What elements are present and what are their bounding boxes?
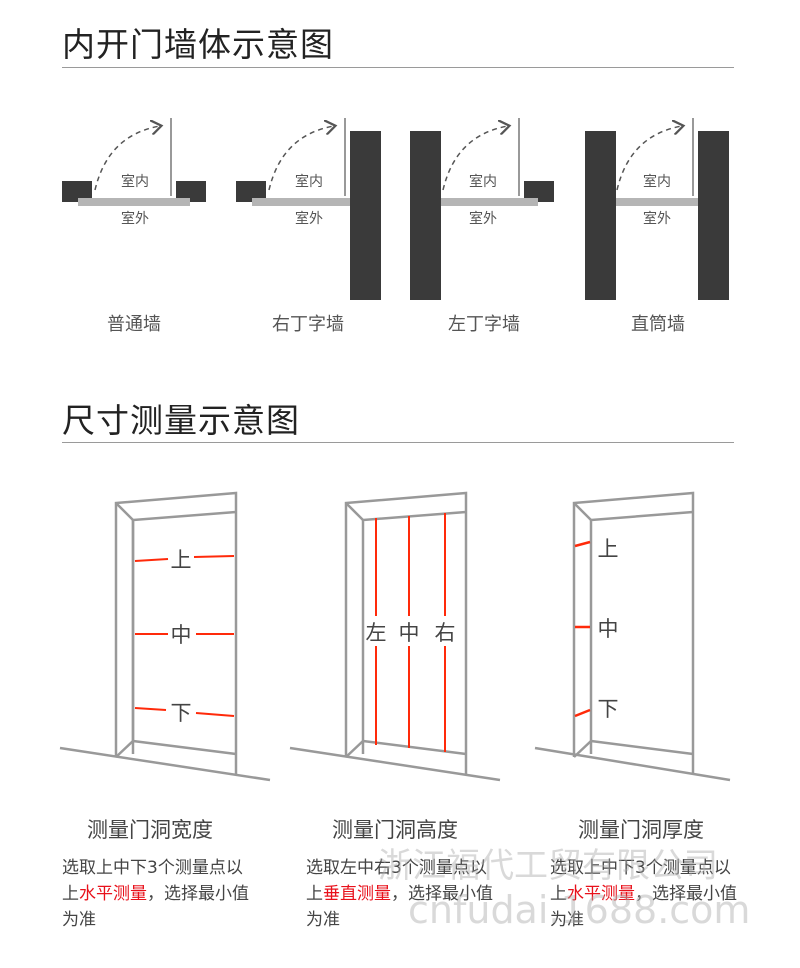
wall-block (350, 131, 381, 300)
wall-type-caption: 直筒墙 (631, 314, 685, 335)
door-frame-outer (572, 491, 695, 774)
title-divider (62, 442, 734, 443)
measure-depth-desc: 选取上中下3个测量点以上水平测量，选择最小值为准 (550, 855, 740, 933)
swing-arrow (94, 126, 160, 191)
desc-highlight: 水平测量 (79, 884, 147, 904)
desc-text: ，选择最小值为准 (306, 884, 493, 930)
wall-block (524, 181, 554, 202)
door-frame (616, 198, 698, 206)
door-frame (78, 198, 190, 206)
label-bottom: 下 (171, 701, 192, 725)
desc-highlight: 垂直测量 (323, 884, 391, 904)
measure-line-top (134, 558, 169, 562)
watermark-company: 浙江福代工贸有限公司 (378, 846, 718, 886)
wall-type-caption: 普通墙 (107, 314, 161, 335)
wall-block (410, 131, 441, 300)
measure-title: 尺寸测量示意图 (62, 401, 300, 440)
watermark-url: cnfudai.1688.com (408, 888, 751, 932)
measure-line-top (574, 540, 591, 548)
measure-line-bottom (195, 712, 235, 717)
height-measure-lines (375, 513, 446, 752)
wall-type-caption: 左丁字墙 (448, 314, 520, 335)
wall-type-caption: 右丁字墙 (272, 314, 344, 335)
door-frame-outer (114, 491, 238, 774)
door-frame (252, 198, 350, 206)
desc-text: ，选择最小值为准 (550, 884, 737, 930)
depth-measure-lines (574, 540, 591, 718)
floor-line (534, 746, 731, 782)
label-center: 中 (399, 621, 420, 645)
wall-block (236, 181, 266, 202)
wall-type-standard: 室内 室外 (62, 118, 206, 227)
swing-arrow (616, 126, 682, 191)
indoor-label: 室内 (643, 173, 671, 190)
label-bottom: 下 (598, 697, 619, 721)
wall-types-title: 内开门墙体示意图 (62, 25, 334, 64)
wall-block (62, 181, 92, 202)
indoor-label: 室内 (469, 173, 497, 190)
measure-height-desc: 选取左中右3个测量点以上垂直测量，选择最小值为准 (306, 855, 496, 933)
swing-arrow (442, 126, 508, 191)
wall-type-straight: 室内 室外 (585, 118, 729, 300)
outdoor-label: 室外 (121, 210, 149, 227)
width-measure-lines (134, 555, 235, 717)
title-divider (62, 67, 734, 68)
door-height-diagram (289, 491, 501, 782)
desc-text: 选取上中下3个测量点以上 (550, 858, 731, 904)
floor-line (289, 746, 501, 782)
desc-highlight: 水平测量 (567, 884, 635, 904)
indoor-label: 室内 (295, 173, 323, 190)
measure-width-desc: 选取上中下3个测量点以上水平测量，选择最小值为准 (62, 855, 252, 933)
measure-depth-title: 测量门洞厚度 (578, 818, 704, 842)
measure-line-bottom (574, 708, 591, 718)
wall-type-left-t: 室内 室外 (410, 118, 554, 300)
indoor-label: 室内 (121, 173, 149, 190)
label-left: 左 (366, 621, 387, 645)
swing-arrow (268, 126, 334, 191)
wall-block (698, 131, 729, 300)
wall-type-right-t: 室内 室外 (236, 118, 381, 300)
floor-line (59, 746, 271, 782)
desc-text: ，选择最小值为准 (62, 884, 249, 930)
desc-text: 选取左中右3个测量点以上 (306, 858, 487, 904)
label-top: 上 (598, 537, 619, 561)
measure-width-title: 测量门洞宽度 (87, 818, 213, 842)
outdoor-label: 室外 (295, 210, 323, 227)
measure-height-title: 测量门洞高度 (332, 818, 458, 842)
outdoor-label: 室外 (643, 210, 671, 227)
label-middle: 中 (598, 617, 619, 641)
label-top: 上 (171, 548, 192, 572)
door-frame-outer (344, 491, 468, 774)
wall-block (585, 131, 616, 300)
desc-text: 选取上中下3个测量点以上 (62, 858, 243, 904)
outdoor-label: 室外 (469, 210, 497, 227)
measure-line-bottom (134, 707, 167, 711)
wall-block (176, 181, 206, 202)
door-depth-diagram (534, 491, 731, 782)
door-width-diagram (59, 491, 271, 782)
label-middle: 中 (171, 623, 192, 647)
measure-line-top (193, 555, 235, 558)
label-right: 右 (435, 621, 456, 645)
door-frame (441, 198, 538, 206)
